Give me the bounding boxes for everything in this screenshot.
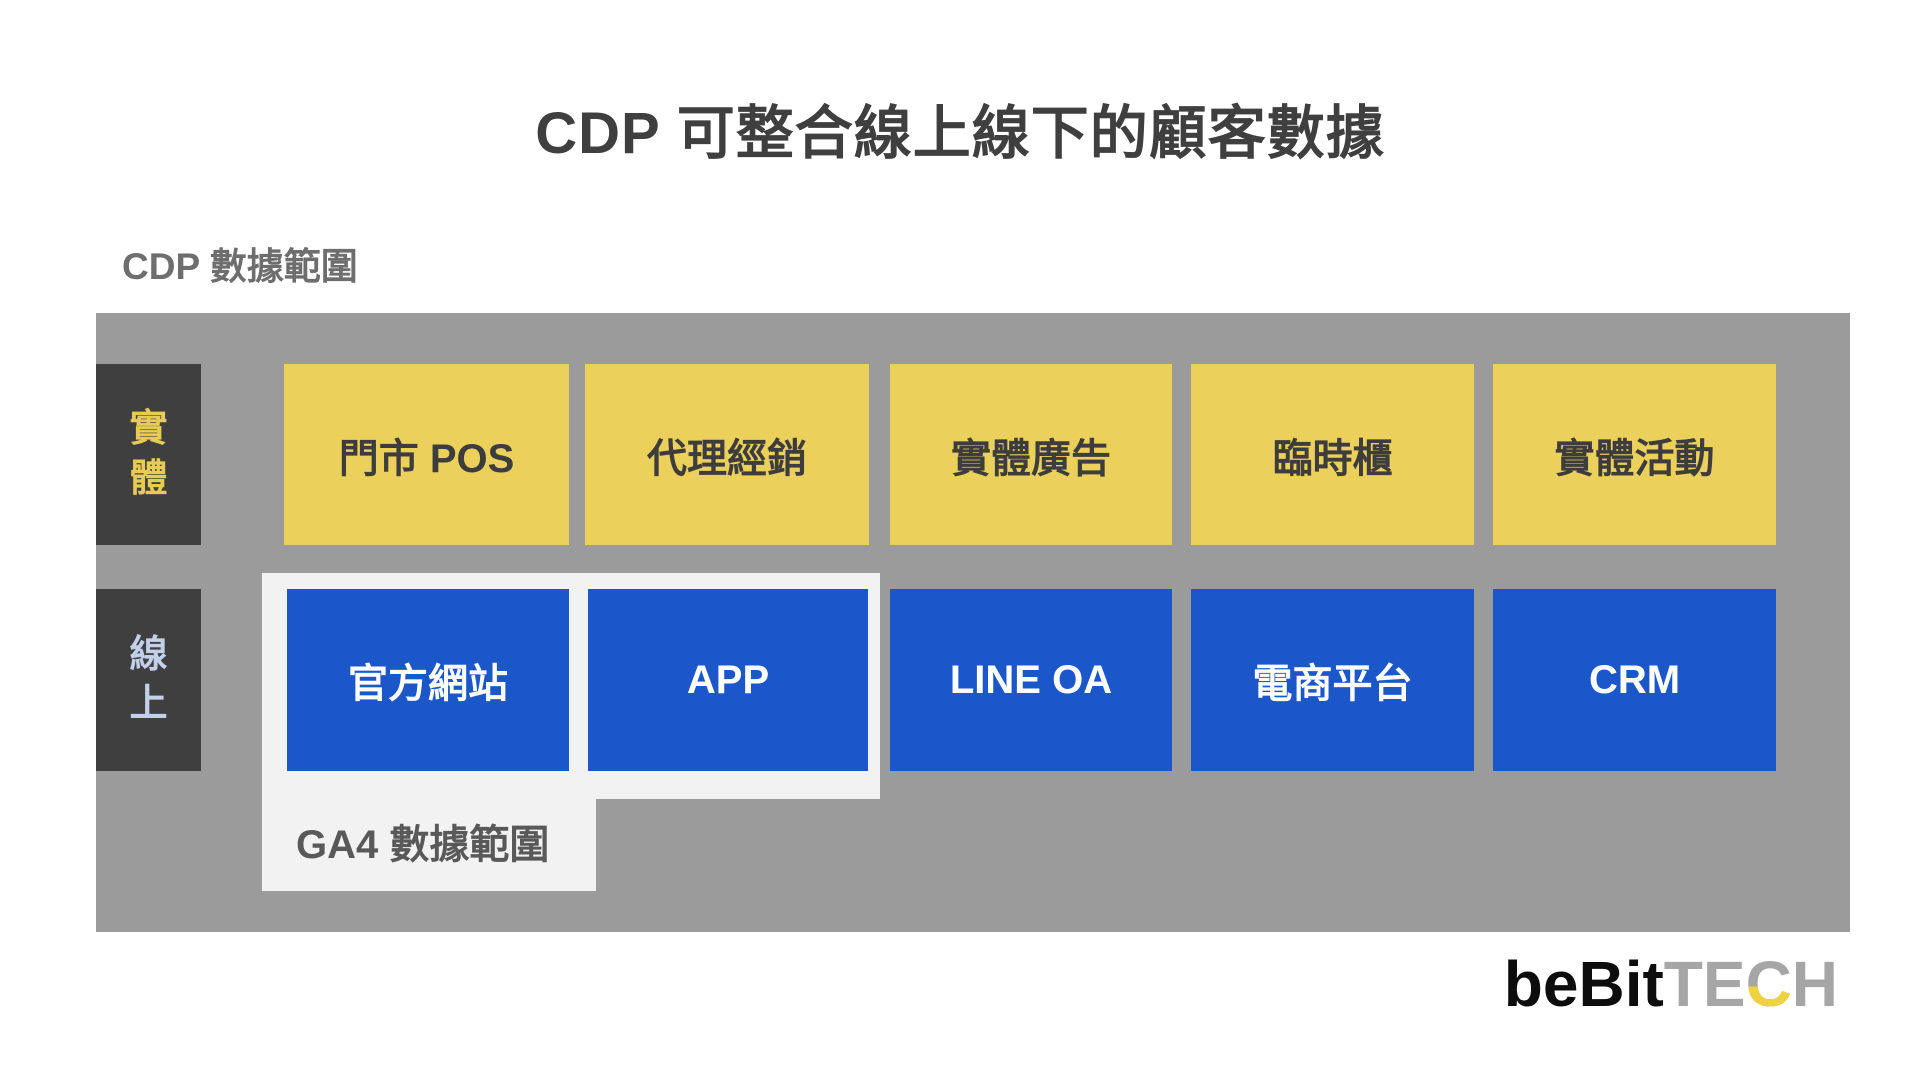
logo-bebit-text: beBit (1503, 948, 1664, 1020)
online-box-official-website: 官方網站 (287, 589, 569, 771)
offline-box-physical-ads: 實體廣告 (890, 364, 1172, 545)
online-box-crm: CRM (1493, 589, 1776, 771)
online-box-label: CRM (1588, 657, 1681, 702)
online-box-line-oa: LINE OA (890, 589, 1172, 771)
online-box-ecommerce: 電商平台 (1191, 589, 1474, 771)
cdp-scope-label: CDP 數據範圍 (122, 246, 358, 287)
offline-box-label: 門市 POS (338, 436, 515, 481)
offline-box-distributors: 代理經銷 (585, 364, 869, 545)
logo-h-text: H (1791, 948, 1838, 1020)
online-box-label: APP (686, 657, 770, 702)
cdp-scope-canvas: GA4 數據範圍 實體 門市 POS 代理經銷 實體廣告 臨時櫃 實體活動 線上… (96, 313, 1850, 932)
offline-box-physical-events: 實體活動 (1493, 364, 1776, 545)
online-box-label: LINE OA (949, 657, 1113, 702)
offline-row-label-text: 實體 (129, 408, 168, 500)
online-box-app: APP (588, 589, 868, 771)
ga4-scope-tab: GA4 數據範圍 (262, 799, 596, 891)
offline-box-label: 實體活動 (1554, 436, 1715, 481)
offline-box-popup-counter: 臨時櫃 (1191, 364, 1474, 545)
page-title: CDP 可整合線上線下的顧客數據 (535, 101, 1385, 166)
offline-box-label: 臨時櫃 (1272, 436, 1393, 481)
online-row-label: 線上 (96, 589, 201, 771)
offline-box-store-pos: 門市 POS (284, 364, 569, 545)
offline-box-label: 代理經銷 (647, 436, 807, 481)
online-box-label: 電商平台 (1252, 662, 1413, 706)
online-row-label-text: 線上 (129, 633, 168, 725)
offline-box-label: 實體廣告 (951, 436, 1111, 481)
online-box-label: 官方網站 (348, 662, 508, 706)
ga4-scope-label: GA4 數據範圍 (296, 823, 550, 867)
offline-row-label: 實體 (96, 364, 201, 545)
logo-te-text: TE (1663, 948, 1746, 1020)
